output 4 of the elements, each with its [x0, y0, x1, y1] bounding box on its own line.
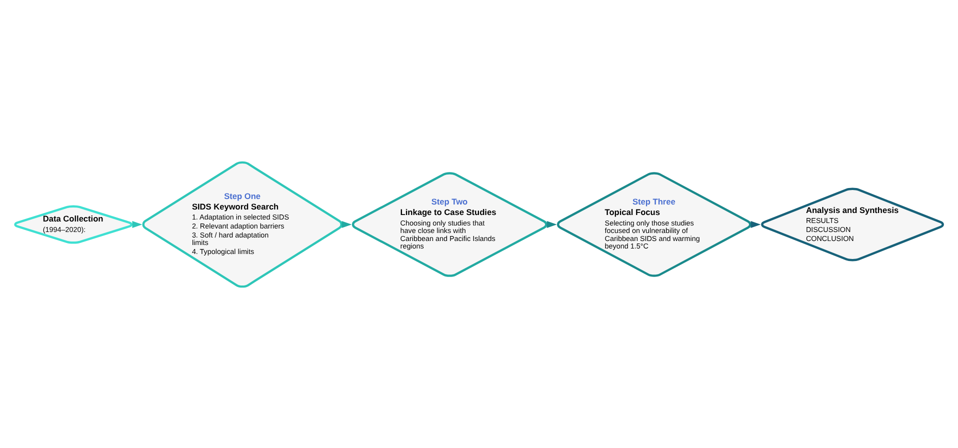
arrow [546, 220, 557, 228]
arrow [132, 220, 142, 228]
arrow [342, 220, 352, 228]
arrow [750, 220, 761, 228]
